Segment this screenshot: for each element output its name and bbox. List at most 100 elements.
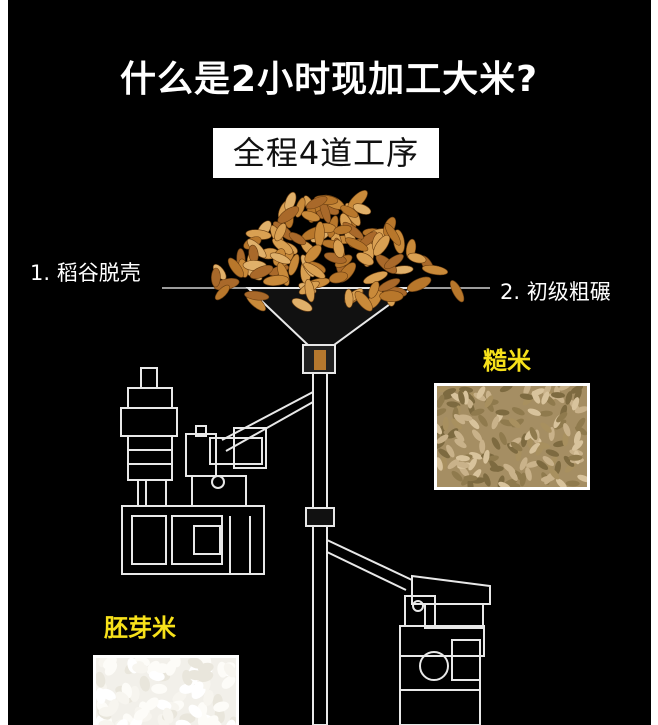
rice-grain [563, 423, 571, 437]
rice-grain [446, 444, 455, 458]
pipe-branch-right [326, 539, 413, 591]
rice-grain [538, 410, 553, 417]
main-vertical-pipe [302, 344, 336, 725]
paddy-grain [249, 265, 274, 279]
milling-machine-icon [399, 574, 491, 725]
paddy-grain [333, 239, 345, 258]
germ-rice-grains-image [96, 658, 236, 725]
paddy-grain [379, 290, 404, 303]
rice-grain [144, 697, 159, 711]
rice-grain [554, 419, 567, 430]
rice-grain [489, 465, 504, 472]
rice-grain [506, 482, 521, 487]
rice-grain [495, 409, 510, 416]
rice-grain [577, 474, 587, 483]
rice-grain [437, 422, 443, 435]
rice-grain [491, 437, 501, 450]
rice-grain [172, 690, 187, 704]
rice-grain [155, 699, 172, 711]
rice-grain [438, 448, 450, 459]
paddy-grain [328, 271, 349, 284]
rice-grain [562, 432, 569, 447]
rice-grain [455, 455, 470, 462]
rice-grain [221, 675, 236, 689]
rice-grain [213, 701, 230, 712]
rice-grain [151, 683, 168, 694]
rice-grain [540, 422, 552, 433]
rice-grain [225, 719, 236, 725]
rice-grain [133, 708, 149, 721]
rice-grain [519, 457, 528, 471]
rice-grain [529, 426, 538, 441]
rice-grain [499, 432, 507, 446]
rice-grain [129, 685, 140, 702]
brown-rice-photo [434, 383, 590, 490]
rice-grain [437, 394, 445, 408]
rice-grain [446, 401, 461, 408]
paddy-grain [407, 252, 427, 264]
rice-grain [96, 671, 106, 688]
rice-grain [447, 459, 459, 470]
paddy-grain [450, 280, 465, 303]
paddy-grain [421, 264, 449, 276]
paddy-grain [406, 276, 432, 292]
rice-grain [498, 481, 511, 487]
rice-grain [558, 386, 572, 391]
rice-grain [556, 412, 568, 423]
rice-grain [544, 472, 554, 485]
rice-grain [102, 658, 117, 670]
paddy-grain [354, 290, 373, 312]
rice-grain [451, 470, 463, 482]
paddy-grain-pile-icon [211, 190, 465, 312]
rice-grain [187, 670, 204, 681]
paddy-grain [340, 205, 359, 218]
rice-grain [510, 441, 523, 452]
paddy-grain [305, 196, 328, 210]
rice-grain [570, 386, 584, 394]
rice-grain [556, 478, 567, 487]
germ-rice-photo [93, 655, 239, 725]
rice-grain [519, 393, 534, 400]
rice-grain [454, 430, 465, 442]
right-border [651, 0, 658, 725]
paddy-grain [368, 281, 380, 299]
rice-grain [453, 413, 466, 425]
rice-grain [129, 717, 143, 725]
rice-grain [478, 414, 488, 427]
rice-grain [115, 719, 128, 725]
rice-grain [565, 480, 580, 487]
paddy-grain [262, 275, 289, 286]
rice-grain [148, 670, 165, 682]
rice-grain [565, 391, 573, 405]
step-1-husking-label: 1. 稻谷脱壳 [30, 261, 141, 285]
rice-grain [442, 416, 449, 431]
paddy-grain [383, 253, 404, 270]
rice-grain [472, 429, 482, 442]
rice-grain [468, 418, 480, 430]
rice-grain [188, 704, 203, 718]
paddy-grain [344, 288, 354, 308]
rice-grain [437, 457, 443, 471]
rice-grain [98, 706, 115, 717]
rice-grain [455, 461, 470, 469]
rice-grain [98, 720, 115, 725]
page-title: 什么是2小时现加工大米? [120, 59, 538, 100]
paddy-grain [378, 278, 401, 292]
rice-grain [484, 395, 494, 408]
rice-grain [187, 658, 204, 669]
rice-grain [132, 663, 149, 674]
germ-rice-label: 胚芽米 [104, 614, 176, 642]
rice-grain [511, 407, 525, 416]
paddy-grain [244, 290, 270, 301]
rice-grain [191, 681, 204, 697]
rice-grain [476, 386, 486, 399]
pipe-branch-left [221, 391, 314, 452]
rice-grain [470, 408, 485, 416]
rice-grain [483, 449, 490, 464]
rice-grain [175, 719, 192, 725]
paddy-grain [373, 234, 391, 257]
rice-grain [542, 456, 555, 466]
rice-grain [499, 386, 513, 393]
